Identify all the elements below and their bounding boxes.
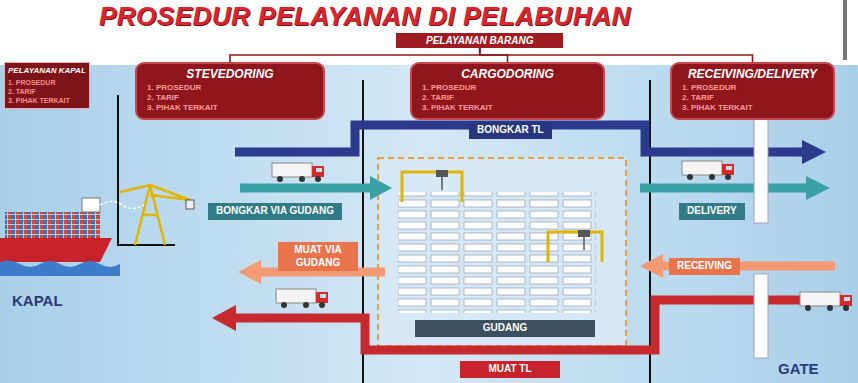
flow-arrowhead [212, 305, 236, 331]
flow-band [240, 184, 372, 193]
node-heading: PELAYANAN KAPAL [8, 66, 86, 75]
node-heading: CARGODORING [422, 67, 593, 81]
node-heading: BONGKAR VIA GUDANG [216, 205, 334, 218]
ship-hull [0, 238, 112, 262]
truck [272, 163, 324, 182]
place-label: KAPAL [12, 292, 63, 309]
list-item: 2. TARIF [682, 93, 823, 103]
service-box: RECEIVING/DELIVERY 1. PROSEDUR2. TARIF3. … [670, 62, 835, 120]
list-item: 2. TARIF [8, 87, 86, 96]
node-heading: PELAYANAN BARANG [426, 35, 533, 46]
flow-label: BONGKAR VIA GUDANG [208, 203, 342, 220]
list-item: 3. PIHAK TERKAIT [682, 103, 823, 113]
truck [276, 289, 328, 308]
list-item: 3. PIHAK TERKAIT [147, 103, 313, 113]
flow-label: MUAT TL [460, 361, 560, 378]
flow-arrowhead [370, 176, 392, 200]
quay-crane [120, 185, 190, 245]
node-heading: RECEIVING/DELIVERY [682, 67, 823, 81]
flow-arrowhead [806, 176, 830, 200]
node-heading: STEVEDORING [147, 67, 313, 81]
node-heading: GUDANG [423, 322, 587, 335]
gantry-hook [583, 237, 585, 250]
edge-bar [843, 0, 847, 60]
gate-bar [754, 274, 768, 358]
flow-arrowhead [238, 260, 261, 284]
node-heading: MUAT TL [468, 363, 552, 376]
flow-band [640, 184, 808, 193]
warehouse-area [378, 158, 626, 346]
node-heading: RECEIVING [677, 260, 732, 273]
node-heading: BONGKAR TL [477, 124, 544, 137]
service-box: PELAYANAN KAPAL 1. PROSEDUR2. TARIF3. PIH… [4, 62, 90, 109]
title: PROSEDUR PELAYANAN DI PELABUHAN [99, 1, 631, 32]
warehouse-label: GUDANG [415, 320, 595, 337]
flow-band [235, 125, 805, 152]
flow-label: RECEIVING [669, 258, 740, 275]
crane-spreader [186, 200, 194, 209]
list-item: 1. PROSEDUR [8, 78, 86, 87]
node-heading: MUAT VIA GUDANG [286, 244, 350, 269]
gantry-trolley [436, 170, 448, 177]
truck [682, 161, 734, 180]
connector [230, 48, 480, 62]
flow-label: DELIVERY [679, 203, 745, 220]
waves [0, 260, 120, 276]
truck [800, 292, 852, 311]
gate-bar [754, 118, 768, 223]
group-header: PELAYANAN BARANG [396, 33, 563, 48]
service-box: STEVEDORING 1. PROSEDUR2. TARIF3. PIHAK T… [135, 62, 325, 120]
place-label: GATE [778, 360, 819, 377]
node-heading: DELIVERY [687, 205, 737, 218]
gantry-crane [402, 172, 462, 202]
gantry-trolley [578, 230, 590, 237]
list-item: 1. PROSEDUR [147, 83, 313, 93]
list-item: 3. PIHAK TERKAIT [422, 103, 593, 113]
flow-label: BONGKAR TL [469, 122, 552, 139]
ship-bridge [82, 198, 100, 212]
crane-cable [100, 202, 144, 209]
flow-arrowhead [802, 140, 826, 164]
list-item: 2. TARIF [422, 93, 593, 103]
ship-containers [5, 212, 100, 238]
flow-arrowhead [640, 254, 663, 278]
list-item: 3. PIHAK TERKAIT [8, 96, 86, 105]
flow-label: MUAT VIA GUDANG [278, 242, 358, 271]
gantry-crane [548, 232, 602, 262]
list-item: 2. TARIF [147, 93, 313, 103]
service-box: CARGODORING 1. PROSEDUR2. TARIF3. PIHAK T… [410, 62, 605, 120]
list-item: 1. PROSEDUR [682, 83, 823, 93]
connector [480, 48, 753, 62]
list-item: 1. PROSEDUR [422, 83, 593, 93]
storage-slots [398, 192, 596, 313]
gantry-hook [441, 177, 443, 190]
